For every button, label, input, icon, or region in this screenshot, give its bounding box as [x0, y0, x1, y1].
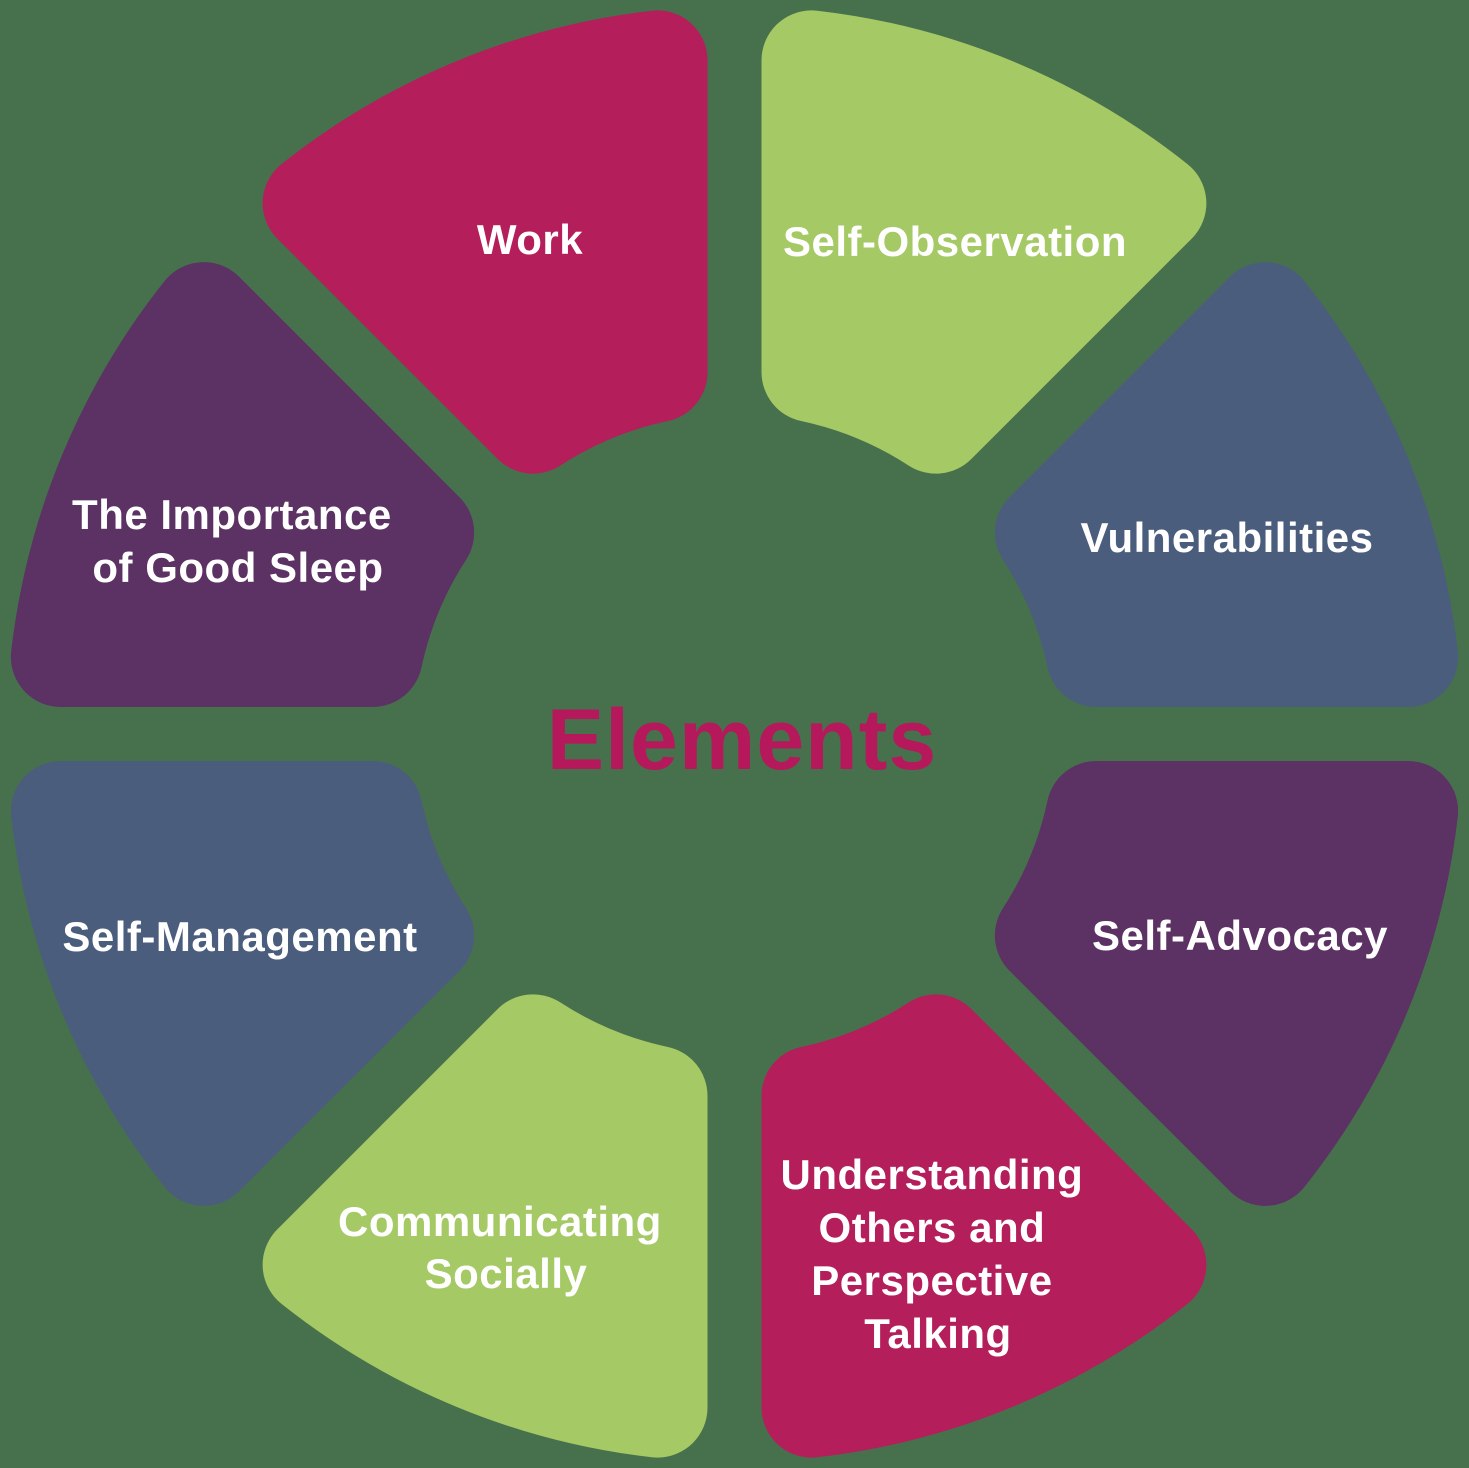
segment-label-understanding-others: Understanding Others and Perspective Tal… — [780, 1151, 1095, 1357]
segment-importance-good-sleep — [10, 262, 475, 707]
segment-label-self-management: Self-Management — [62, 913, 417, 960]
segment-label-self-advocacy: Self-Advocacy — [1092, 912, 1388, 959]
segment-self-advocacy — [994, 761, 1459, 1206]
segment-self-management — [10, 761, 475, 1206]
segment-label-vulnerabilities: Vulnerabilities — [1080, 514, 1373, 561]
segment-communicating-socially — [262, 994, 708, 1458]
segment-label-work: Work — [477, 216, 583, 263]
segment-understanding-others — [761, 994, 1207, 1458]
segment-label-communicating-socially: Communicating Socially — [338, 1198, 674, 1297]
segment-label-importance-good-sleep: The Importance of Good Sleep — [72, 491, 404, 591]
segment-vulnerabilities — [994, 262, 1459, 707]
diagram-title: Elements — [547, 692, 937, 788]
segment-label-self-observation: Self-Observation — [783, 218, 1127, 265]
segment-work — [262, 10, 708, 474]
segment-self-observation — [761, 10, 1207, 474]
